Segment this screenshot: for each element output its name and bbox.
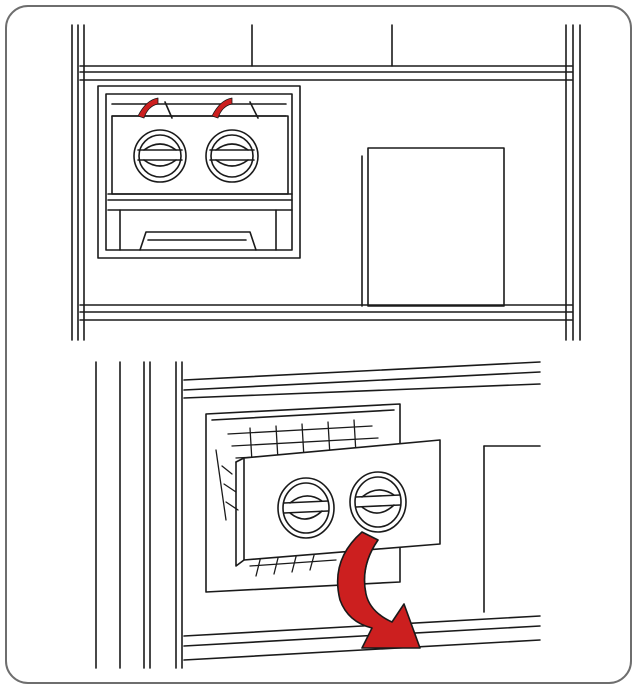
bottom-shelf	[79, 304, 573, 321]
rotate-arrow-icon	[211, 97, 233, 119]
storage-box	[361, 147, 505, 307]
rotate-arrow-icon	[137, 97, 159, 119]
door-frame	[95, 361, 183, 669]
twist-knob-icon	[277, 477, 335, 539]
ice-maker-housing	[205, 403, 401, 593]
twist-knob-icon	[133, 129, 187, 183]
top-panel	[71, 24, 581, 341]
ice-maker-housing	[97, 85, 301, 259]
ice-bin-front	[235, 439, 441, 567]
top-shelf	[79, 65, 573, 81]
pull-arrow-icon	[336, 531, 421, 649]
bottom-panel	[95, 361, 541, 669]
top-right-wall	[565, 24, 581, 341]
twist-knob-icon	[349, 471, 407, 533]
twist-knob-icon	[205, 129, 259, 183]
top-left-wall	[71, 24, 85, 341]
